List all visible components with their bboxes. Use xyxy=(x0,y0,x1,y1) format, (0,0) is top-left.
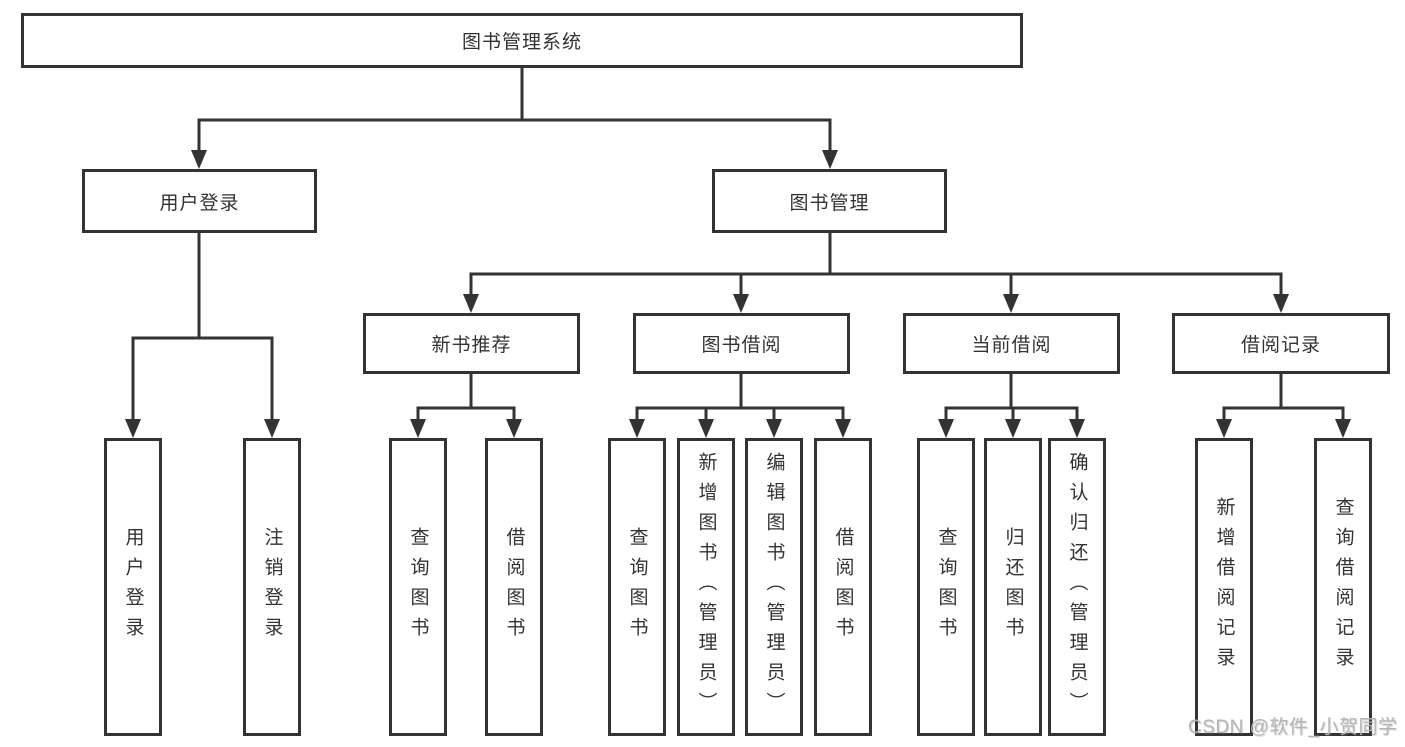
connector-current-borrowing-to-leaves xyxy=(938,372,1085,438)
leaf-edit-books-admin: 编辑图书（管理员） xyxy=(745,438,803,736)
connector-book-borrowing-to-leaves xyxy=(629,372,851,438)
connector-book-management-to-level3 xyxy=(463,231,1289,313)
node-borrowing-records: 借阅记录 xyxy=(1172,313,1390,374)
leaf-add-borrow-record: 新增借阅记录 xyxy=(1195,438,1253,736)
node-book-management: 图书管理 xyxy=(712,169,947,233)
connector-new-book-recommendation-to-leaves xyxy=(410,372,522,438)
node-new-book-recommendation: 新书推荐 xyxy=(363,313,580,374)
node-book-borrowing: 图书借阅 xyxy=(633,313,850,374)
connector-user-login-to-leaves xyxy=(125,231,280,438)
connector-root-to-level2 xyxy=(191,66,838,169)
leaf-user-login: 用户登录 xyxy=(104,438,162,736)
node-library-management-system: 图书管理系统 xyxy=(21,13,1023,68)
connector-borrowing-records-to-leaves xyxy=(1216,372,1351,438)
leaf-logout: 注销登录 xyxy=(243,438,301,736)
leaf-add-books-admin: 新增图书（管理员） xyxy=(677,438,735,736)
csdn-watermark: CSDN @软件_小贺同学 xyxy=(1188,717,1398,738)
leaf-query-books-borrowing: 查询图书 xyxy=(608,438,666,736)
leaf-query-books-current: 查询图书 xyxy=(917,438,975,736)
leaf-borrow-books-borrowing: 借阅图书 xyxy=(814,438,872,736)
node-current-borrowing: 当前借阅 xyxy=(903,313,1120,374)
leaf-confirm-return-admin: 确认归还（管理员） xyxy=(1048,438,1106,736)
node-user-login: 用户登录 xyxy=(82,169,317,233)
leaf-borrow-books-recommend: 借阅图书 xyxy=(485,438,543,736)
leaf-query-borrow-record: 查询借阅记录 xyxy=(1314,438,1372,736)
leaf-return-books: 归还图书 xyxy=(984,438,1042,736)
leaf-query-books-recommend: 查询图书 xyxy=(389,438,447,736)
